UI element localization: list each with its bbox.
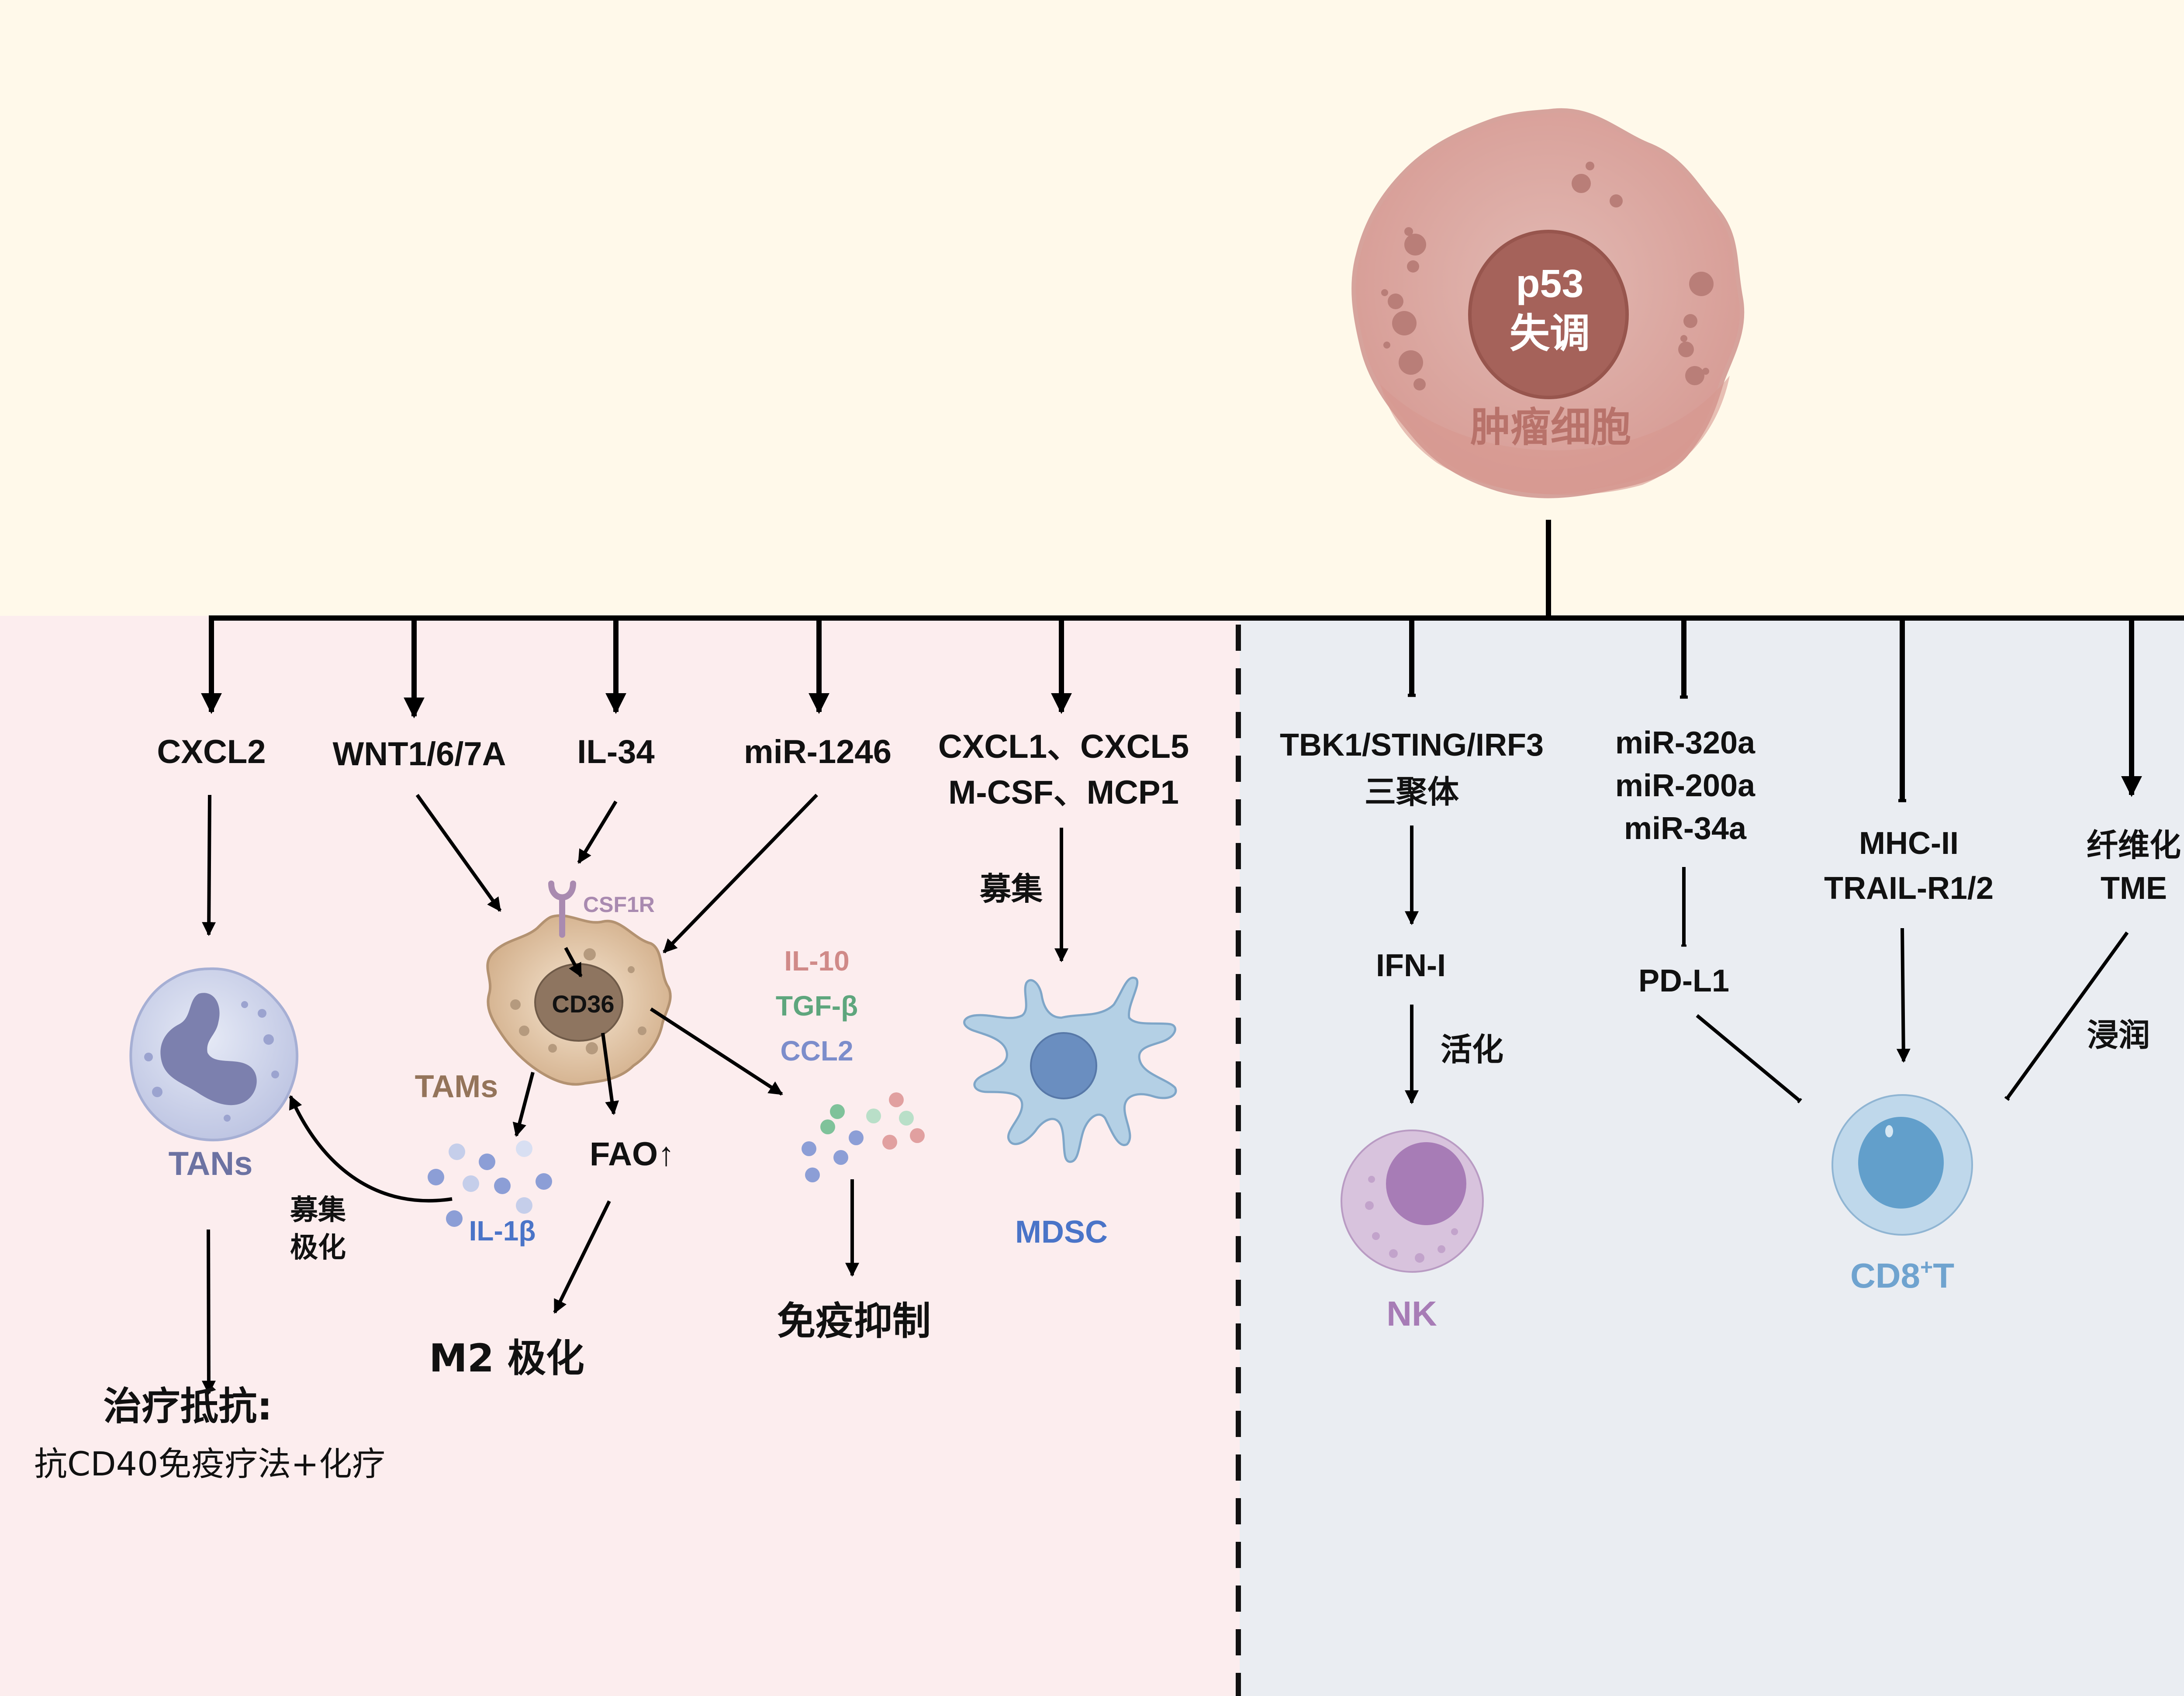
tumor-cell-label: 肿瘤细胞 [1470, 404, 1631, 451]
label-ccl2: CCL2 [780, 1035, 853, 1067]
label-mir-200a: miR-200a [1615, 768, 1755, 803]
label-tans: TANs [169, 1145, 253, 1182]
arrow-fao-to-m2 [553, 1200, 611, 1314]
cd8-t-cell [1832, 1094, 1973, 1236]
label-cxcl1-cxcl5: CXCL1、CXCL5 [938, 728, 1189, 765]
label-fao: FAO↑ [590, 1136, 674, 1173]
label-pd-l1: PD-L1 [1638, 964, 1729, 998]
inhibit-fibrosis-to-cd8 [2004, 931, 2129, 1101]
nk-nucleus [1386, 1142, 1466, 1225]
cytokine-particles [802, 1092, 925, 1182]
tumor-cell: p53 失调 肿瘤细胞 [1351, 108, 1745, 498]
label-recruit-polarize-1: 募集 [290, 1194, 346, 1226]
label-activate: 活化 [1441, 1031, 1503, 1068]
label-cxcl2: CXCL2 [157, 733, 266, 770]
mdsc-cell [963, 976, 1177, 1163]
label-mhc-ii: MHC-II [1859, 826, 1959, 861]
label-m2-polarization: M2 极化 [429, 1336, 584, 1381]
label-immune-suppression: 免疫抑制 [777, 1299, 931, 1344]
label-mir1246: miR-1246 [744, 733, 892, 770]
label-tgfb: TGF-β [776, 990, 858, 1022]
tumor-cell-granules [1381, 162, 1714, 390]
label-cd8-t: CD8+T [1850, 1255, 1954, 1295]
tams-cell: CD36 [486, 881, 672, 1086]
label-fibrosis: 纤维化 [2087, 827, 2181, 864]
label-nk: NK [1386, 1294, 1437, 1333]
label-recruit-polarize-2: 极化 [290, 1232, 346, 1264]
label-mdsc: MDSC [1015, 1215, 1108, 1250]
label-il10: IL-10 [784, 945, 849, 977]
label-trimer: 三聚体 [1365, 774, 1459, 810]
arrow-tams-to-il1b [512, 1071, 535, 1137]
label-mir-320a: miR-320a [1615, 725, 1755, 760]
inhibit-pdl1-to-cd8 [1696, 1014, 1802, 1104]
arrow-csf1r-to-cd36 [564, 947, 583, 978]
label-recruit: 募集 [979, 870, 1043, 907]
arrow-cxcl2-to-tans [202, 794, 216, 936]
arrow-il1b-to-tans [289, 1095, 453, 1202]
arrow-mhc-to-cd8 [1896, 928, 1911, 1063]
arrow-wnt-to-tams [415, 794, 502, 912]
arrow-mir1246-to-tams [663, 794, 818, 953]
label-ifn-i: IFN-I [1376, 948, 1446, 983]
nk-cell [1341, 1130, 1484, 1273]
label-tme: TME [2101, 871, 2167, 906]
label-mcsf-mcp1: M-CSF、MCP1 [948, 774, 1179, 811]
label-il1b: IL-1β [469, 1215, 536, 1247]
label-cd8-tail: T [1933, 1256, 1954, 1295]
arrow-cd36-to-fao [601, 1033, 619, 1116]
label-trail-r: TRAIL-R1/2 [1824, 871, 1994, 906]
top-band [0, 0, 2184, 616]
label-tbk1: TBK1/STING/IRF3 [1280, 728, 1544, 763]
tans-cell [129, 967, 298, 1141]
label-tams: TAMs [415, 1069, 498, 1104]
label-therapy-detail: 抗CD40免疫疗法+化疗 [34, 1444, 385, 1483]
label-cd36: CD36 [552, 990, 614, 1018]
tumor-nucleus-label-2: 失调 [1510, 310, 1590, 357]
label-mir-34a: miR-34a [1624, 811, 1747, 846]
label-il34: IL-34 [577, 733, 654, 770]
mdsc-nucleus [1030, 1032, 1097, 1099]
panel-tumor-associated-cells [0, 616, 1240, 1696]
label-csf1r: CSF1R [583, 892, 655, 917]
label-therapy-resistance: 治疗抵抗: [103, 1384, 272, 1429]
label-cd8-main: CD8 [1850, 1256, 1920, 1295]
cd8-nucleus [1858, 1117, 1944, 1209]
label-wnt: WNT1/6/7A [333, 736, 506, 773]
arrow-tams-to-cytokines [650, 1007, 783, 1096]
tumor-nucleus [1468, 230, 1629, 399]
arrow-tans-to-therapy [201, 1229, 216, 1395]
arrow-il34-to-csf1r [577, 800, 618, 864]
il1b-particles [428, 1140, 552, 1227]
label-infiltrate: 浸润 [2087, 1017, 2150, 1054]
label-cd8-plus: + [1920, 1255, 1933, 1279]
tumor-nucleus-label-1: p53 [1516, 262, 1583, 306]
